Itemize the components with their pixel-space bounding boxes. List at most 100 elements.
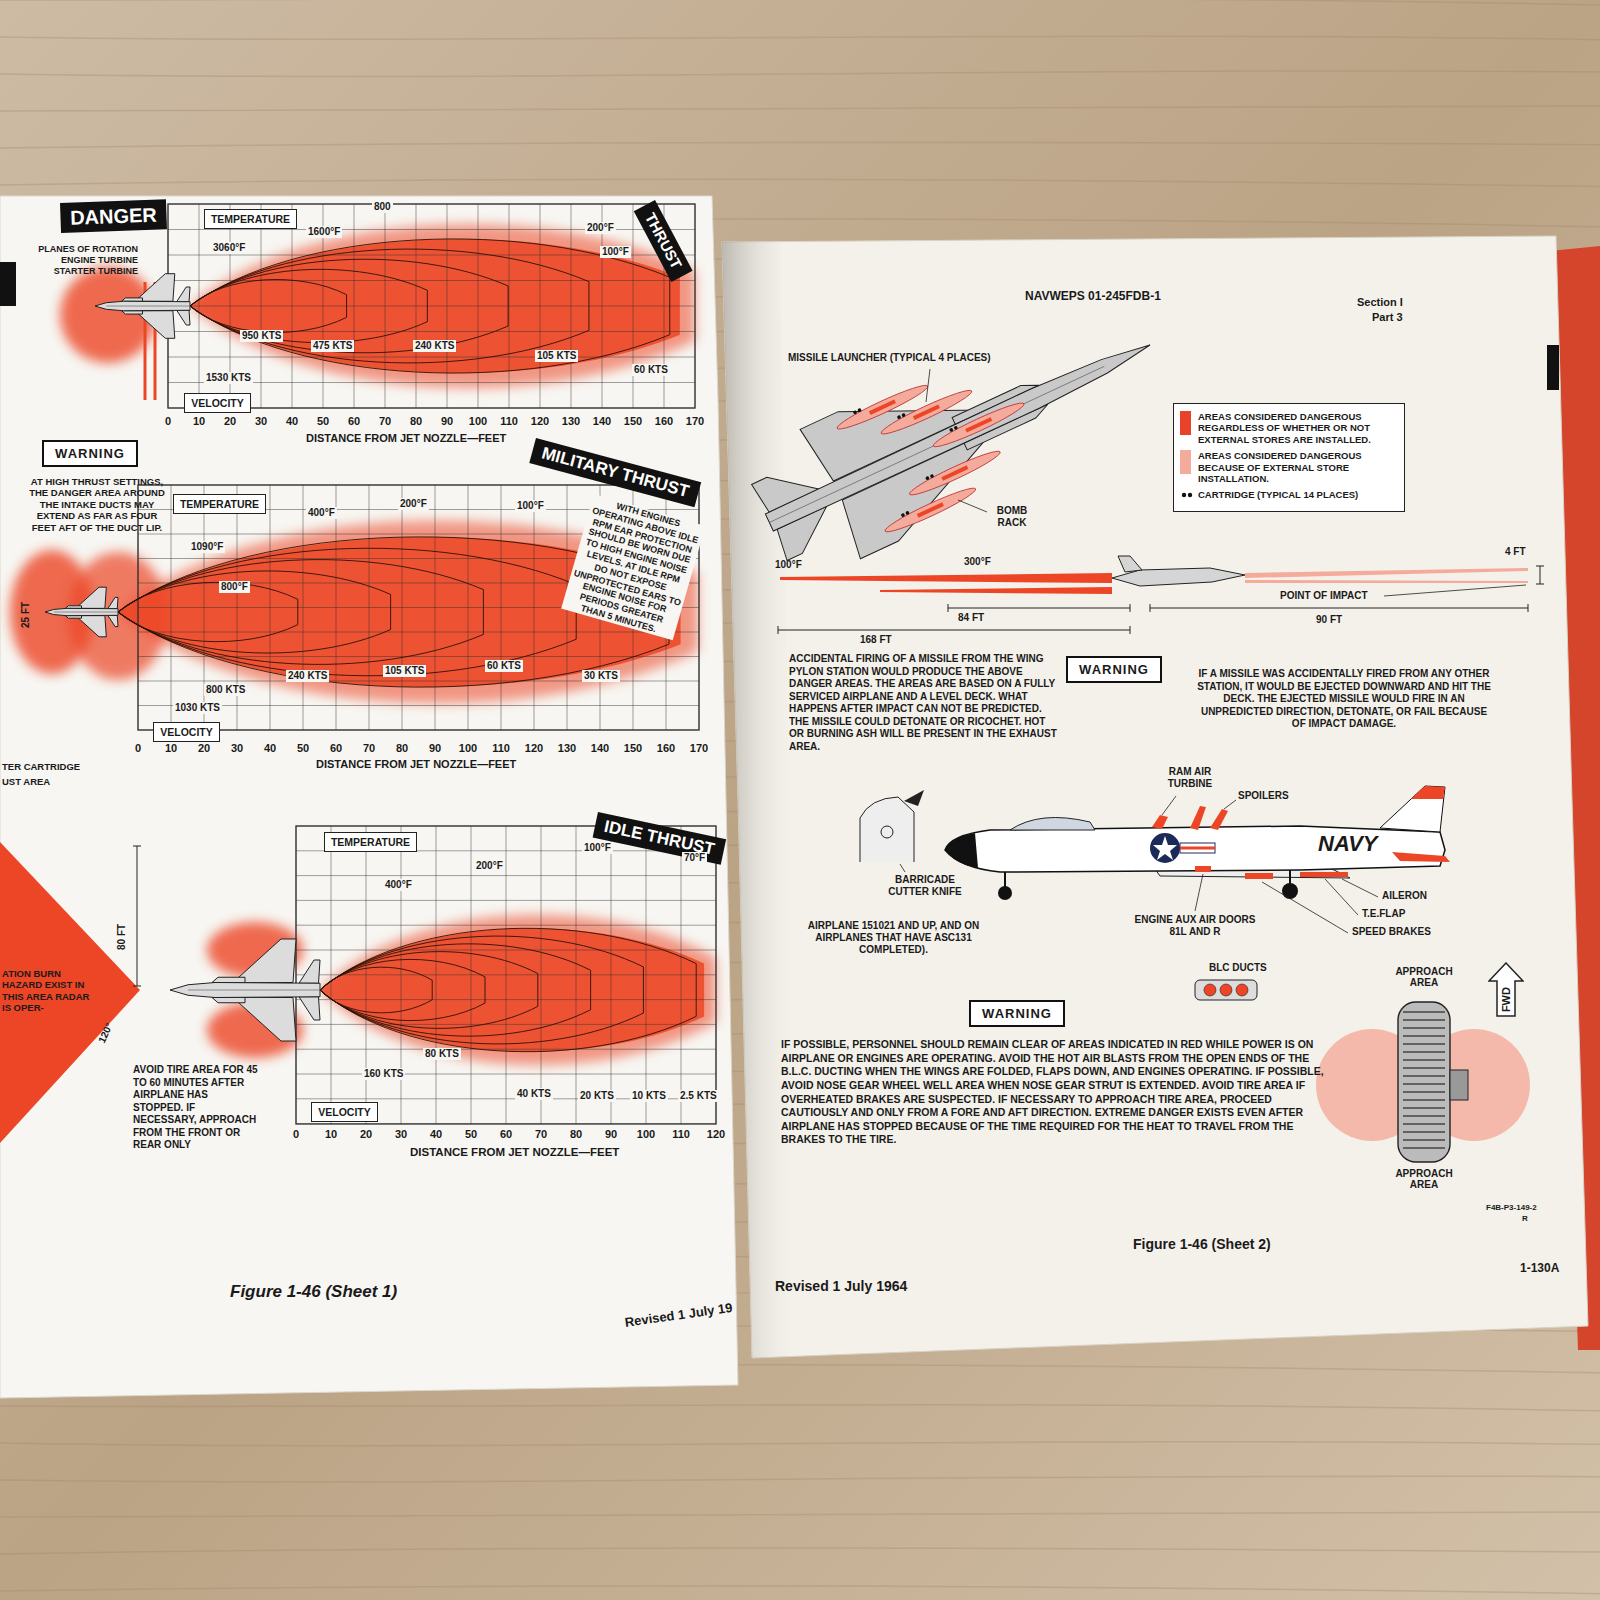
dimension-line — [133, 846, 141, 847]
velocity-value: 30 KTS — [582, 670, 620, 682]
warning-note: AT HIGH THRUST SETTINGS, THE DANGER AREA… — [28, 476, 166, 533]
axis-tick: 120 — [707, 1128, 725, 1141]
barricade-knife — [860, 790, 924, 862]
velocity-value: 2.5 KTS — [678, 1090, 719, 1102]
leader-line — [1162, 796, 1176, 815]
axis-tick: 150 — [624, 742, 642, 755]
axis-tick: 110 — [492, 742, 510, 755]
legend-text: CARTRIDGE (TYPICAL 14 PLACES) — [1198, 489, 1398, 500]
axis-tick: 60 — [348, 415, 360, 428]
aircraft-planform — [299, 997, 320, 1020]
plume-contour — [190, 259, 508, 353]
aircraft-side-view — [945, 826, 1445, 872]
aircraft-side-view — [1153, 836, 1177, 860]
leader-line — [1342, 879, 1378, 897]
aircraft-side-view — [1392, 852, 1450, 862]
tire-detail — [1403, 1147, 1445, 1149]
dimension-label: 80 FT — [116, 924, 128, 950]
chart-heading: VELOCITY — [153, 722, 220, 742]
radar-hazard — [0, 842, 140, 1143]
legend-text: AREAS CONSIDERED DANGEROUS BECAUSE OF EX… — [1198, 450, 1398, 484]
axis-tick: 10 — [165, 742, 177, 755]
wood-table — [0, 36, 1600, 39]
tire-detail — [1403, 1075, 1445, 1077]
axis-tick: 100 — [469, 415, 487, 428]
figure-code: F4B-P3-149-2 — [1486, 1203, 1537, 1212]
chart-grid — [168, 229, 695, 230]
chart-grid — [296, 875, 716, 876]
callout-label: ENGINE AUX AIR DOORS 81L AND R — [1130, 914, 1260, 937]
tire-detail — [1403, 1099, 1445, 1101]
caution-note: WITH ENGINES OPERATING ABOVE IDLE RPM EA… — [561, 494, 705, 640]
tire-detail — [1403, 1115, 1445, 1117]
blc-duct — [1236, 984, 1248, 996]
aircraft-side-view — [1411, 786, 1445, 799]
chart-grid — [168, 204, 695, 408]
axis-tick: 20 — [224, 415, 236, 428]
aircraft-planform — [739, 280, 1180, 587]
axis-tick: 40 — [264, 742, 276, 755]
tire-detail — [1403, 1059, 1445, 1061]
aircraft-planform — [233, 998, 296, 1042]
chart-grid — [168, 204, 695, 408]
barricade-knife — [860, 797, 914, 862]
arrow-outline — [1489, 963, 1523, 1016]
box-text: DANGER — [70, 203, 157, 230]
plume-contour — [320, 928, 696, 1051]
plume-contour — [320, 928, 696, 1051]
axis-tick: 20 — [360, 1128, 372, 1141]
temperature-value: 400°F — [383, 879, 414, 891]
dimension-line — [778, 626, 779, 634]
missile-trajectory — [780, 573, 1112, 583]
aircraft-planform — [106, 306, 190, 307]
dimension-line — [133, 846, 141, 986]
plume-contour — [320, 959, 485, 1020]
axis-tick: 70 — [379, 415, 391, 428]
chart-grid — [168, 280, 695, 281]
callout-label: SPOILERS — [1238, 790, 1289, 802]
aircraft-side-view — [945, 833, 978, 868]
callout-label: T.E.FLAP — [1362, 908, 1405, 920]
aircraft-side-view — [945, 786, 1450, 900]
chart-heading: TEMPERATURE — [204, 209, 297, 229]
dimension-line — [948, 604, 1130, 612]
figure-caption: Figure 1-46 (Sheet 1) — [230, 1282, 397, 1302]
applicability-note: AIRPLANE 151021 AND UP, AND ON AIRPLANES… — [806, 920, 981, 956]
tire-detail — [1403, 1139, 1445, 1141]
axis-tick: 110 — [500, 415, 518, 428]
plume-contour — [320, 944, 591, 1036]
callout-label: POINT OF IMPACT — [1278, 590, 1370, 602]
missile-store — [835, 381, 931, 434]
axis-tick: 30 — [395, 1128, 407, 1141]
velocity-value: 1030 KTS — [173, 702, 222, 714]
velocity-value: 950 KTS — [240, 330, 283, 342]
aircraft-planform — [76, 587, 107, 608]
box-text: VELOCITY — [160, 726, 213, 739]
wood-table — [0, 1405, 1600, 1411]
aircraft-side-view — [1152, 815, 1168, 829]
axis-tick: 10 — [193, 415, 205, 428]
leader-line — [926, 369, 930, 402]
revision-date: Revised 1 July 1964 — [775, 1278, 907, 1294]
callout-label: UST AREA — [2, 777, 50, 788]
temperature-value: 200°F — [585, 222, 616, 234]
dimension-line — [1536, 584, 1544, 585]
velocity-value: 20 KTS — [578, 1090, 616, 1102]
plume-contour — [118, 571, 391, 653]
box-text: FWD — [1499, 987, 1512, 1012]
aircraft-planform — [76, 616, 107, 637]
cartridge-dot — [925, 476, 930, 481]
aircraft-side-view — [1210, 809, 1228, 830]
aircraft-planform — [122, 311, 143, 314]
plume-contour — [118, 560, 483, 665]
leader-line — [1384, 585, 1526, 596]
velocity-value: 60 KTS — [485, 660, 523, 672]
blc-duct — [1195, 980, 1257, 1000]
chart-grid — [296, 826, 716, 1124]
axis-tick: 70 — [535, 1128, 547, 1141]
aircraft-planform — [170, 939, 320, 1041]
launcher-mark — [869, 399, 896, 414]
dimension-line — [1150, 608, 1528, 609]
tire-detail — [1403, 1019, 1445, 1021]
axis-tick: 170 — [686, 415, 704, 428]
